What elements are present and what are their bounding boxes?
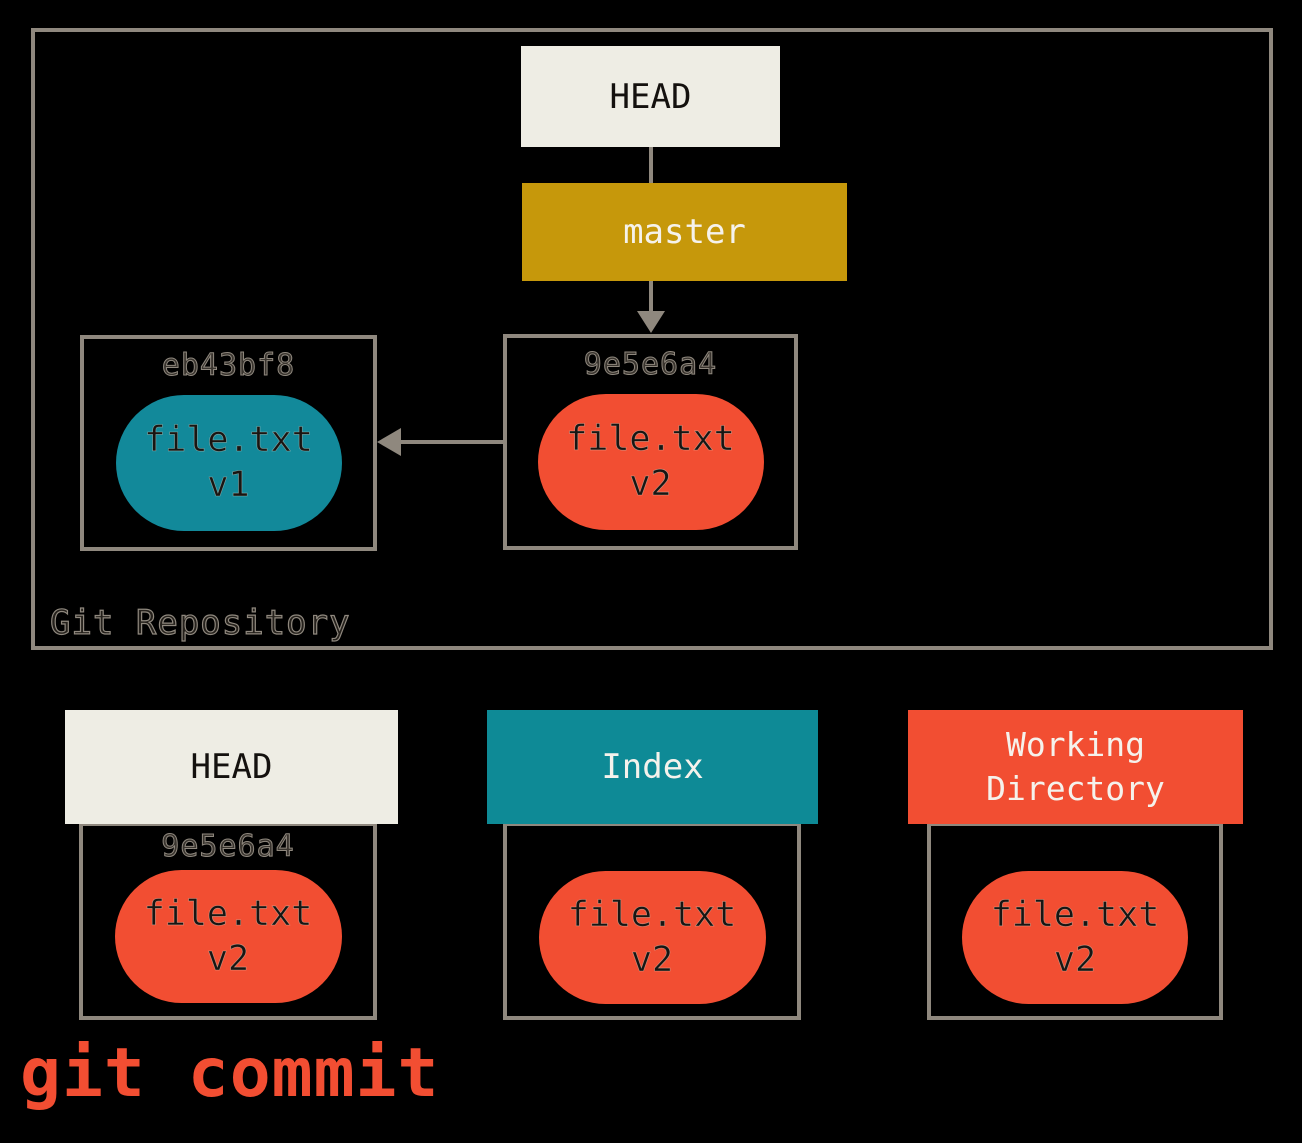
file-blob-v2-head: file.txt v2 [114,870,342,1003]
commit-hash-current: 9e5e6a4 [583,347,718,382]
index-area-box: file.txt v2 [503,822,801,1020]
arrow-down-icon [637,311,665,333]
blob-file-version: v2 [1053,939,1097,980]
file-blob-v2-commit: file.txt v2 [537,394,764,530]
git-repository-box [31,28,1273,650]
head-area-header: HEAD [65,710,398,824]
workdir-area-box: file.txt v2 [927,822,1223,1020]
commit-box-current: 9e5e6a4 file.txt v2 [503,334,798,550]
commit-parent-link-line [399,440,503,444]
master-to-commit-line [649,281,653,312]
head-to-master-line [649,147,653,183]
blob-file-version: v2 [629,464,672,505]
git-commit-caption: git commit [20,1034,440,1113]
commit-hash-parent: eb43bf8 [161,348,296,383]
blob-file-name: file.txt [567,894,737,935]
commit-box-parent: eb43bf8 file.txt v1 [80,335,377,551]
head-ref-box: HEAD [521,46,780,147]
workdir-area-header: Working Directory [908,710,1243,824]
git-repository-label: Git Repository [49,603,351,643]
index-area-header: Index [487,710,818,824]
file-blob-v2-index: file.txt v2 [538,871,766,1004]
blob-file-version: v2 [630,939,674,980]
blob-file-name: file.txt [144,420,313,461]
file-blob-v2-workdir: file.txt v2 [962,871,1188,1004]
blob-file-name: file.txt [143,893,313,934]
blob-file-version: v2 [206,938,250,979]
file-blob-v1: file.txt v1 [115,395,342,531]
head-area-hash: 9e5e6a4 [161,829,295,864]
blob-file-version: v1 [207,465,250,506]
blob-file-name: file.txt [990,894,1160,935]
arrow-left-icon [377,428,401,456]
master-branch-box: master [522,183,847,281]
head-area-box: 9e5e6a4 file.txt v2 [79,822,377,1020]
blob-file-name: file.txt [566,419,735,460]
